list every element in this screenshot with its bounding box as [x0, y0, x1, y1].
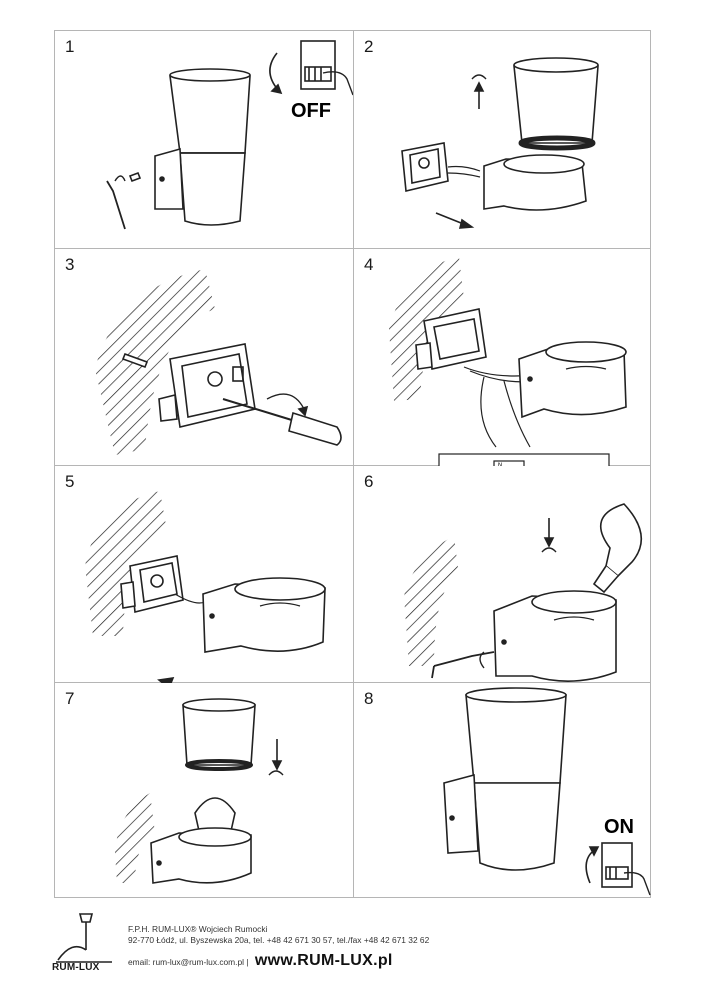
grid-divider-row-1 [55, 248, 650, 249]
step-8-illustration: ON [443, 687, 651, 896]
email-text[interactable]: email: rum-lux@rum-lux.com.pl | [128, 957, 249, 967]
instruction-grid: 1 [54, 30, 651, 898]
step-4-panel: 4 [354, 249, 652, 466]
step-number: 6 [364, 472, 374, 491]
step-7-panel: 7 [55, 683, 353, 900]
step-6-illustration [404, 503, 643, 682]
contact-line: email: rum-lux@rum-lux.com.pl | www.RUM-… [128, 952, 393, 970]
step-number: 3 [65, 255, 75, 274]
step-number: 7 [65, 689, 75, 708]
step-4-illustration: N ⏚ L [389, 257, 627, 466]
step-number: 4 [364, 255, 374, 274]
rum-lux-logo: RUM-LUX [52, 910, 118, 980]
step-7-illustration [115, 698, 284, 884]
company-info: F.P.H. RUM-LUX® Wojciech Rumocki 92-770 … [128, 924, 429, 945]
step-1-illustration: OFF [106, 40, 353, 230]
step-5-illustration [85, 491, 326, 683]
grid-divider-row-2 [55, 465, 650, 466]
step-number: 2 [364, 37, 374, 56]
grid-divider-vertical [353, 31, 354, 897]
step-6-panel: 6 [354, 466, 652, 683]
step-3-illustration [95, 269, 342, 455]
step-8-panel: 8 ON [354, 683, 652, 900]
company-address: 92-770 Łódź, ul. Byszewska 20a, tel. +48… [128, 934, 430, 945]
step-1-panel: 1 [55, 31, 353, 248]
step-2-illustration [401, 57, 599, 229]
step-3-panel: 3 [55, 249, 353, 466]
step-number: 8 [364, 689, 374, 708]
step-number: 5 [65, 472, 75, 491]
footer: RUM-LUX F.P.H. RUM-LUX® Wojciech Rumocki… [52, 906, 652, 990]
wire-label-n: N [498, 463, 502, 466]
grid-divider-row-3 [55, 682, 650, 683]
company-name: F.P.H. RUM-LUX® Wojciech Rumocki [128, 924, 268, 934]
logo-text: RUM-LUX [52, 962, 100, 973]
off-label: OFF [291, 100, 331, 122]
on-label: ON [604, 816, 634, 838]
step-5-panel: 5 [55, 466, 353, 683]
step-number: 1 [65, 37, 75, 56]
step-2-panel: 2 [354, 31, 652, 248]
website-link[interactable]: www.RUM-LUX.pl [254, 952, 393, 969]
